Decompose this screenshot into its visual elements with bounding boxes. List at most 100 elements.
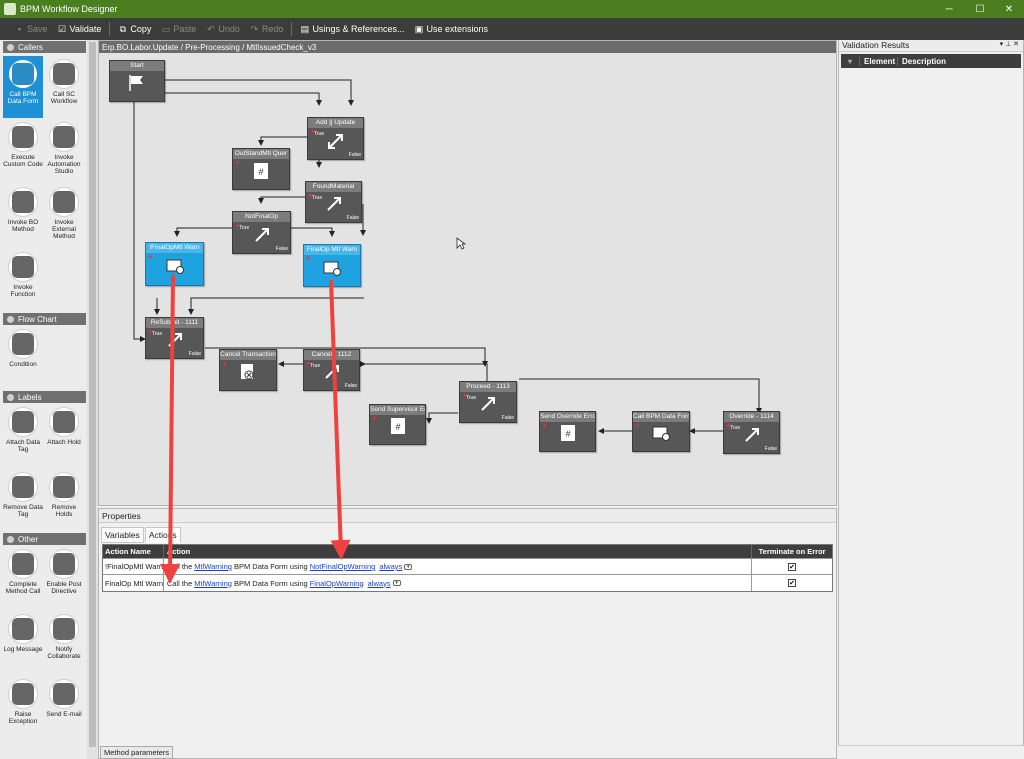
flag-icon xyxy=(127,73,147,93)
tool-attach-data-tag[interactable]: Attach Data Tag xyxy=(3,407,43,453)
dropdown-icon[interactable]: ▾ xyxy=(404,563,413,570)
node-call-bpm-data-form[interactable]: Call BPM Data Forn+ xyxy=(632,411,690,452)
paste-button[interactable]: ▭Paste xyxy=(161,23,197,34)
form-icon xyxy=(651,423,671,443)
toolbox-scrollbar[interactable] xyxy=(87,40,98,759)
tab-actions[interactable]: Actions xyxy=(144,527,181,543)
expand-icon: + xyxy=(372,414,377,423)
designer-canvas-panel: Erp.BO.Labor.Update / Pre-Processing / M… xyxy=(98,40,837,506)
tool-invoke-external-method[interactable]: Invoke External Method xyxy=(44,187,84,240)
tool-remove-holds[interactable]: Remove Holds xyxy=(44,472,84,518)
maximize-button[interactable]: ☐ xyxy=(975,3,985,15)
tab-variables[interactable]: Variables xyxy=(101,527,144,543)
category-labels[interactable]: Labels xyxy=(3,391,86,403)
form-link[interactable]: MtlWarning xyxy=(194,562,232,571)
validate-icon: ☑ xyxy=(57,23,67,34)
category-other[interactable]: Other xyxy=(3,533,86,545)
expand-icon: + xyxy=(308,191,313,200)
usings-references-button[interactable]: ▤Usings & References... xyxy=(300,23,405,34)
tool-condition[interactable]: Condition xyxy=(3,329,43,368)
svg-text:#: # xyxy=(565,429,570,439)
column-action-name[interactable]: Action Name xyxy=(103,545,164,558)
form-link[interactable]: MtlWarning xyxy=(194,578,232,588)
minimize-button[interactable]: ─ xyxy=(945,3,953,15)
expand-icon: + xyxy=(235,221,240,230)
tool-notify-collaborate[interactable]: Notify Collaborate xyxy=(44,614,84,660)
column-element[interactable]: Element xyxy=(859,56,897,66)
close-button[interactable]: ✕ xyxy=(1004,3,1014,15)
email-icon xyxy=(49,679,79,709)
condition-icon xyxy=(8,329,38,359)
external-method-icon xyxy=(49,187,79,217)
condition-link[interactable]: always xyxy=(367,578,391,588)
terminate-cell: ✔ xyxy=(752,559,832,574)
scroll-thumb[interactable] xyxy=(89,42,96,747)
pin-icon[interactable]: ▾ ⊥ ✕ xyxy=(999,41,1019,48)
node-send-override-error[interactable]: Send Override Erro+# xyxy=(539,411,596,452)
tool-call-bpm-data-form[interactable]: Call BPM Data Form xyxy=(3,56,43,118)
function-icon xyxy=(8,252,38,282)
tool-complete-method-call[interactable]: Complete Method Call xyxy=(3,549,43,595)
exception-icon xyxy=(238,362,258,382)
expand-icon: + xyxy=(148,327,153,336)
save-button[interactable]: ▪Save xyxy=(10,18,53,40)
node-start[interactable]: Start xyxy=(109,60,165,102)
code-icon: # xyxy=(388,416,408,436)
category-flow-chart[interactable]: Flow Chart xyxy=(3,313,86,325)
redo-button[interactable]: ↷Redo xyxy=(250,23,284,34)
tool-remove-data-tag[interactable]: Remove Data Tag xyxy=(3,472,43,518)
action-cell: Call the MtlWarning BPM Data Form using … xyxy=(164,559,753,574)
bell-icon xyxy=(49,614,79,644)
condition-link[interactable]: always xyxy=(379,562,403,571)
node-outstandmtl-query[interactable]: OutStandMtl Quer+# xyxy=(232,148,290,190)
table-row[interactable]: FinalOp Mtl Warn Call the MtlWarning BPM… xyxy=(103,575,832,591)
column-terminate-on-error[interactable]: Terminate on Error xyxy=(758,547,826,556)
validate-button[interactable]: ☑Validate xyxy=(57,23,102,34)
terminate-checkbox[interactable]: ✔ xyxy=(788,562,797,571)
node-finalop-mtl-warn[interactable]: FinalOp Mtl Warn+ xyxy=(303,244,361,287)
validation-grid-header: ▾ Element Description xyxy=(841,54,1021,68)
tool-invoke-bo-method[interactable]: Invoke BO Method xyxy=(3,187,43,233)
condition-icon xyxy=(742,425,762,445)
column-action[interactable]: Action xyxy=(164,545,753,558)
tool-attach-hold[interactable]: Attach Hold xyxy=(44,407,84,446)
tool-invoke-function[interactable]: Invoke Function xyxy=(3,252,43,298)
copy-button[interactable]: ⧉Copy xyxy=(119,23,152,34)
node-cancel-transaction[interactable]: Cancel Transaction+ xyxy=(219,349,277,391)
data-tag-icon xyxy=(8,407,38,437)
message-link[interactable]: FinalOpWarning xyxy=(309,578,364,588)
tool-call-sc-workflow[interactable]: Call SC Workflow xyxy=(44,56,84,105)
terminate-checkbox[interactable]: ✔ xyxy=(788,579,797,587)
expand-icon: + xyxy=(462,391,467,400)
category-callers[interactable]: Callers xyxy=(3,41,86,53)
node-send-supervisor-error[interactable]: Send Supervisor Er+# xyxy=(369,404,426,445)
tool-enable-post-directive[interactable]: Enable Post Directive xyxy=(44,549,84,595)
dropdown-icon[interactable]: ▾ xyxy=(392,580,401,586)
tool-raise-exception[interactable]: Raise Exception xyxy=(3,679,43,725)
automation-icon xyxy=(49,122,79,152)
node-not-finalopmtl-warn[interactable]: !FinalOpMtl Warn+ xyxy=(145,242,204,286)
tool-execute-custom-code[interactable]: Execute Custom Code xyxy=(3,122,43,168)
undo-button[interactable]: ↶Undo xyxy=(207,23,240,34)
actions-grid: Action Name Action Terminate on Error !F… xyxy=(102,544,833,592)
tool-send-email[interactable]: Send E-mail xyxy=(44,679,84,718)
expand-icon: + xyxy=(310,127,315,136)
toolbox-panel: Callers Call BPM Data Form Call SC Workf… xyxy=(0,40,87,759)
tool-log-message[interactable]: Log Message xyxy=(3,614,43,653)
message-link[interactable]: NotFinalOpWarning xyxy=(309,562,376,571)
column-description[interactable]: Description xyxy=(897,56,946,66)
use-extensions-button[interactable]: ▣Use extensions xyxy=(414,23,489,34)
table-row[interactable]: !FinalOpMtl Warn Call the MtlWarning BPM… xyxy=(103,559,832,575)
tool-invoke-automation-studio[interactable]: Invoke Automation Studio xyxy=(44,122,84,175)
save-icon: ▪ xyxy=(17,23,22,34)
references-icon: ▤ xyxy=(300,23,310,34)
tab-method-parameters[interactable]: Method parameters xyxy=(100,746,174,759)
